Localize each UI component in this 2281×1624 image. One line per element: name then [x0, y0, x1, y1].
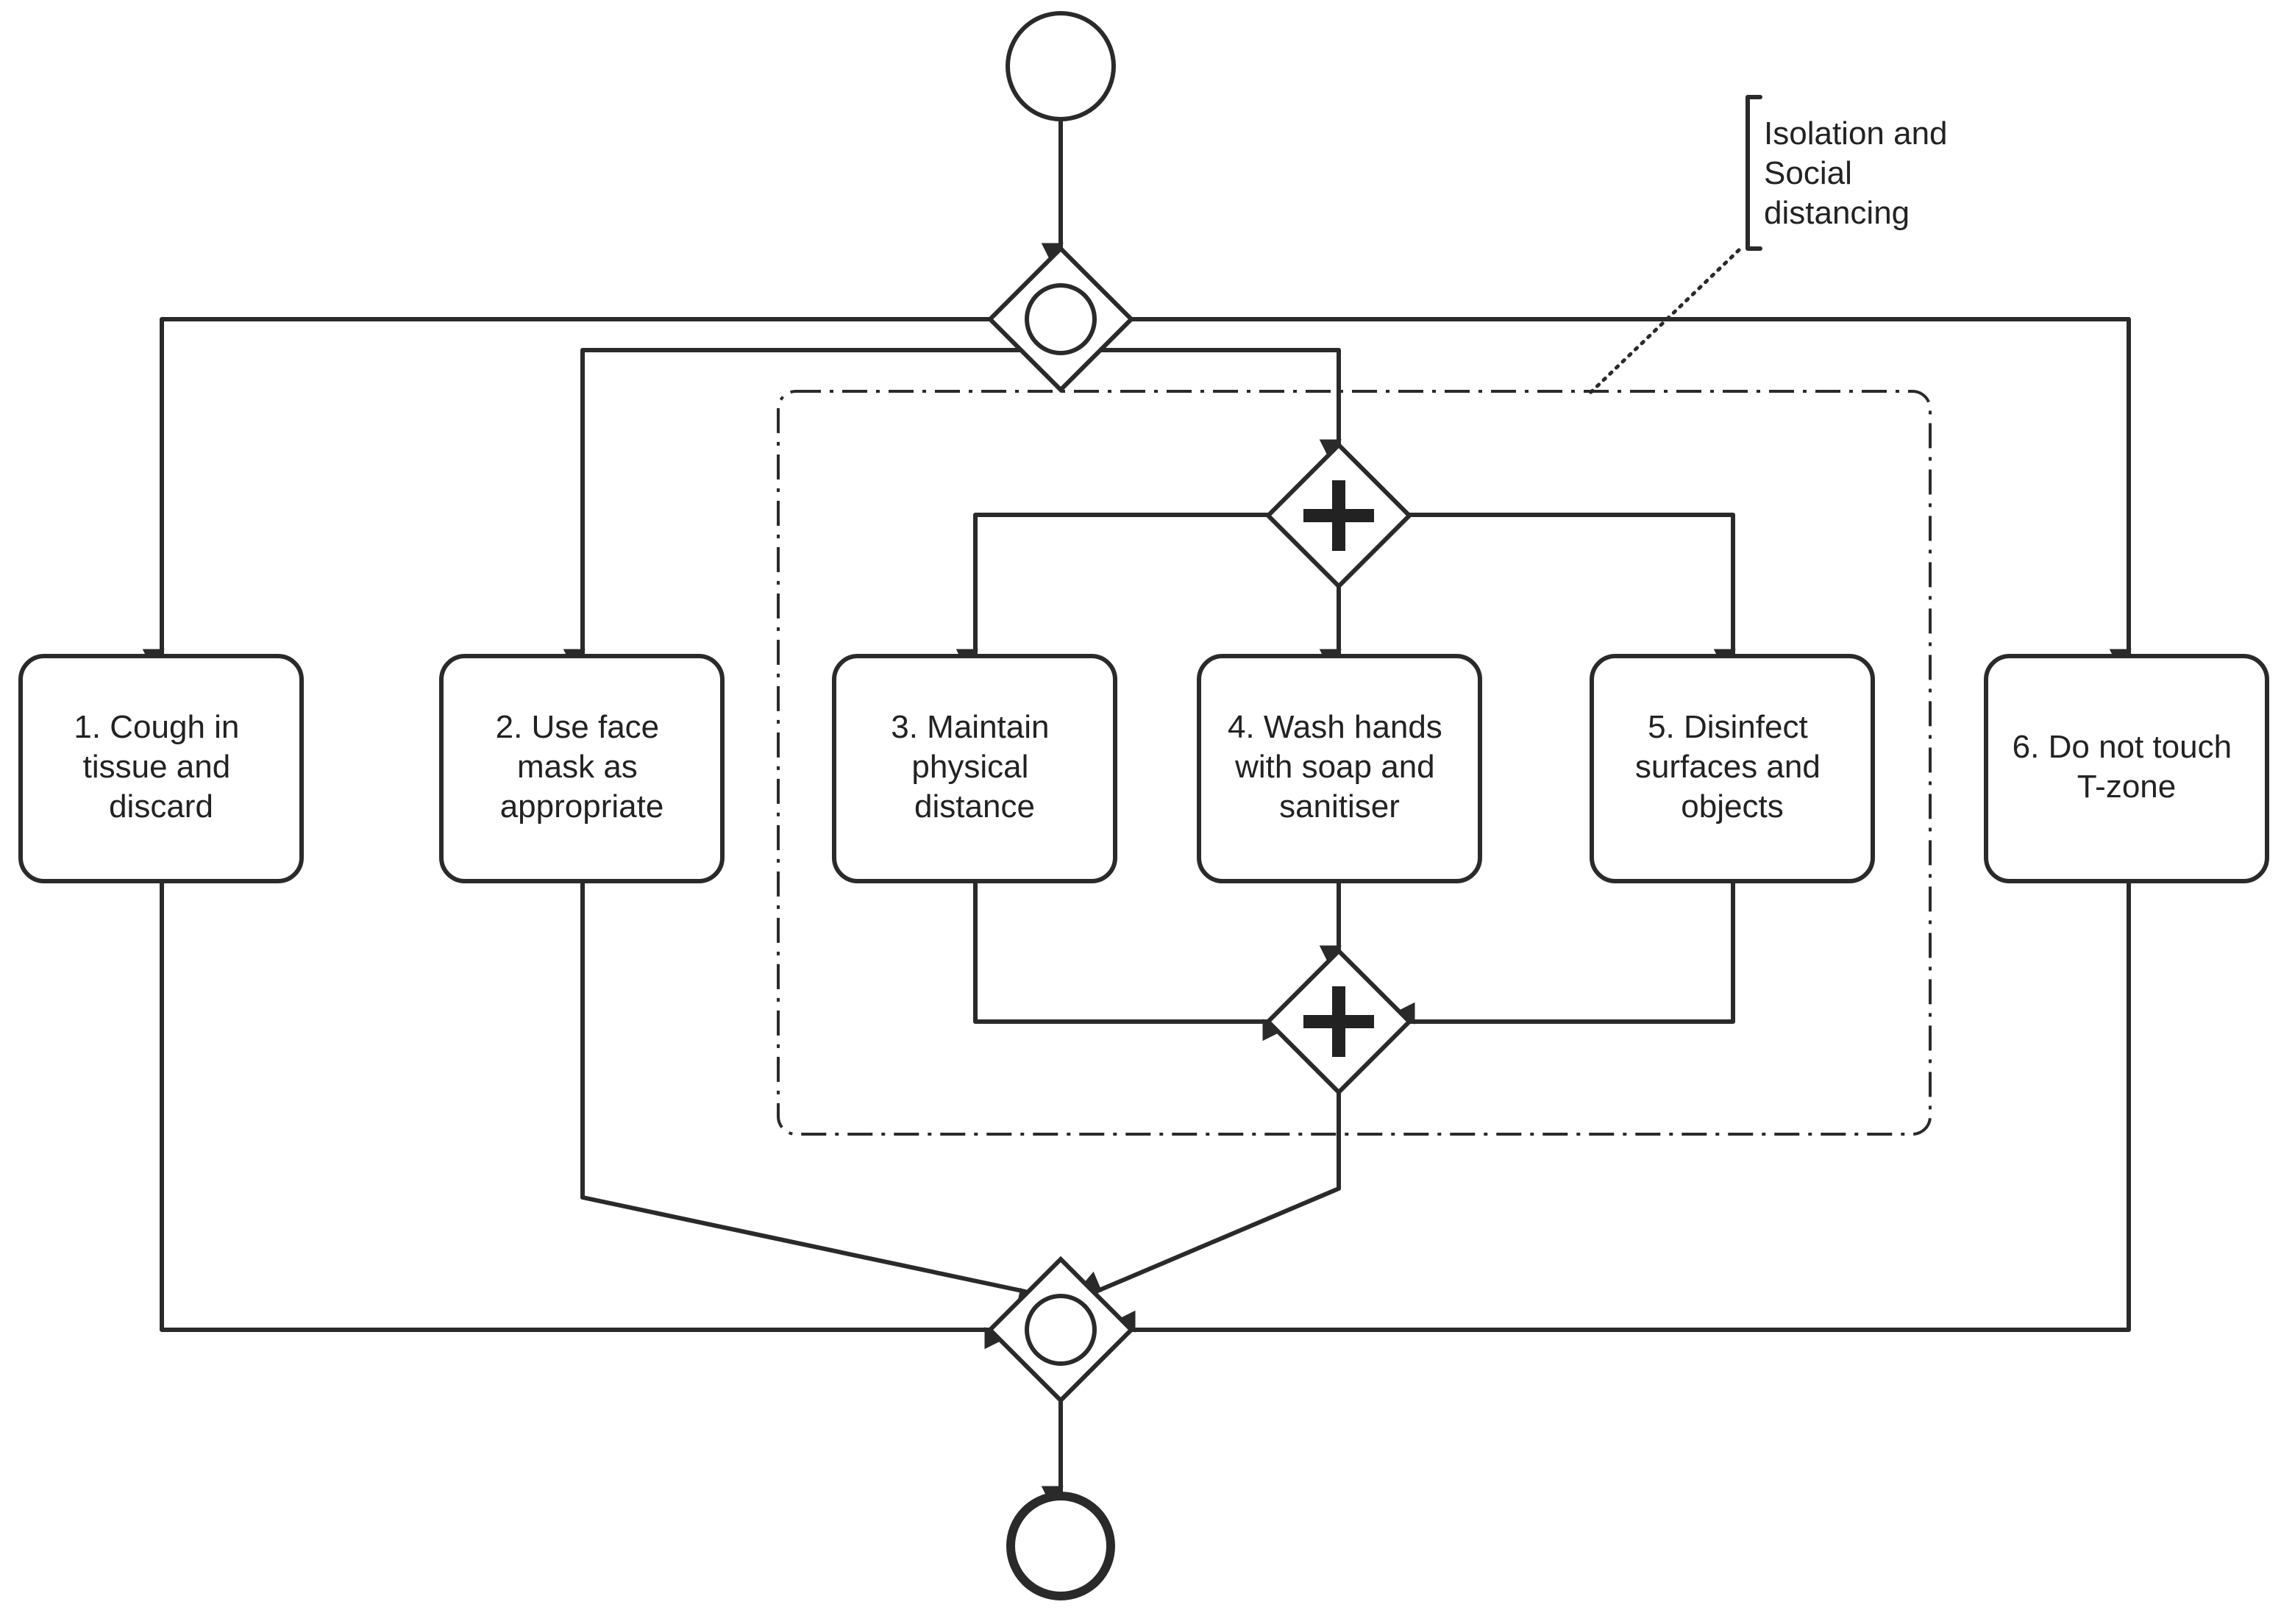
inclusive-marker-icon: [1025, 1294, 1097, 1366]
isolation-group: [777, 390, 1932, 1136]
task-label: 3. Maintain physical distance: [891, 709, 1058, 825]
flow-parallel-to-task5: [1407, 513, 1736, 672]
flow-task5-to-join: [1392, 880, 1735, 1025]
annotation-bracket: [1746, 95, 1762, 251]
task-do-not-touch-t-zone: 6. Do not touch T-zone: [1984, 654, 2269, 883]
task-label: 6. Do not touch T-zone: [2013, 729, 2241, 805]
task-cough-in-tissue: 1. Cough in tissue and discard: [18, 654, 304, 883]
annotation-association: [1588, 248, 1741, 395]
flow-task2-to-merge: [580, 880, 1040, 1310]
flow-parallel-to-task3: [956, 513, 1270, 672]
flow-task3-to-join: [973, 880, 1285, 1041]
sequence-flows: [142, 117, 2132, 1509]
start-event: [1006, 11, 1116, 121]
inclusive-merge-gateway: [986, 1256, 1135, 1404]
task-wash-hands: 4. Wash hands with soap and sanitiser: [1197, 654, 1482, 883]
flow-task1-to-merge: [160, 880, 1007, 1350]
inclusive-split-gateway: [986, 245, 1135, 393]
flow-split-to-task1: [142, 317, 995, 672]
task-label: 1. Cough in tissue and discard: [74, 709, 248, 825]
end-event: [1006, 1492, 1115, 1600]
task-label: 4. Wash hands with soap and sanitiser: [1228, 709, 1451, 825]
flow-split-to-parallel-split: [1092, 348, 1342, 462]
parallel-join-gateway: [1264, 947, 1413, 1096]
parallel-split-gateway: [1264, 441, 1413, 590]
annotation-text: Isolation and Social distancing: [1764, 115, 1957, 231]
task-maintain-physical-distance: 3. Maintain physical distance: [832, 654, 1117, 883]
task-use-face-mask: 2. Use face mask as appropriate: [439, 654, 725, 883]
flow-join-to-merge: [1077, 1090, 1341, 1294]
flow-split-to-task2: [563, 348, 1029, 672]
task-disinfect-surfaces: 5. Disinfect surfaces and objects: [1590, 654, 1875, 883]
inclusive-marker-icon: [1025, 283, 1097, 355]
task-label: 5. Disinfect surfaces and objects: [1635, 709, 1829, 825]
flow-split-to-task6: [1125, 317, 2132, 672]
flow-task6-to-merge: [1113, 880, 2131, 1333]
task-label: 2. Use face mask as appropriate: [496, 709, 669, 825]
